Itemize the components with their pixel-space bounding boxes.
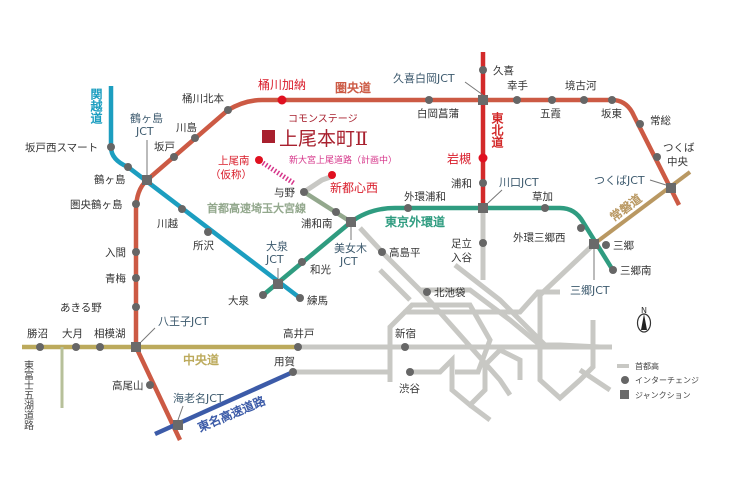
label: 相模湖 bbox=[94, 327, 126, 340]
ic-labels: 久喜 幸手 境古河 白岡菖蒲 五霞 坂東 常総 つくば 中央 桶川北本 川島 坂… bbox=[25, 64, 695, 395]
jct-labels: 久喜白岡JCT 鶴ヶ島 JCT 大泉 JCT 美女木 JCT 川口JCT つくば… bbox=[130, 71, 645, 405]
legend-ic-icon bbox=[621, 376, 629, 384]
label-ageo-minami-note: （仮称） bbox=[210, 168, 252, 181]
interchange-dots bbox=[36, 66, 661, 389]
label: あきる野 bbox=[60, 302, 102, 314]
gaikan-line bbox=[260, 205, 616, 298]
label: 坂東 bbox=[601, 107, 622, 120]
property-marker: コモンステージ 上尾本町Ⅱ bbox=[262, 114, 368, 150]
label-iwatsuki: 岩槻 bbox=[447, 151, 471, 166]
label: 八王子JCT bbox=[158, 315, 209, 328]
label: つくばJCT bbox=[594, 174, 645, 187]
label: 川越 bbox=[157, 217, 178, 230]
junction-icon bbox=[478, 95, 488, 105]
label: 外環浦和 bbox=[404, 190, 446, 203]
label: 青梅 bbox=[105, 272, 126, 285]
label: 与野 bbox=[274, 187, 295, 199]
label: 川島 bbox=[176, 121, 197, 134]
label: 浦和南 bbox=[301, 217, 333, 230]
label: 久喜 bbox=[493, 64, 514, 77]
label: 高井戸 bbox=[283, 327, 315, 340]
road-name-kanetsu: 関越道 bbox=[89, 88, 103, 125]
road-name-saitama-omiya: 首都高速埼玉大宮線 bbox=[207, 201, 306, 215]
label: 白岡菖蒲 bbox=[417, 107, 459, 120]
label: 足立 bbox=[451, 237, 472, 250]
label: 五霞 bbox=[540, 108, 561, 120]
label: 大泉 bbox=[228, 294, 249, 307]
road-name-gaikan: 東京外環道 bbox=[385, 214, 445, 229]
compass-label: N bbox=[641, 306, 647, 315]
highlight-labels: 桶川加納 岩槻 新都心西 上尾南 （仮称） bbox=[210, 77, 471, 195]
label: 北池袋 bbox=[434, 286, 466, 299]
label: 浦和 bbox=[451, 177, 472, 190]
label: 新宿 bbox=[395, 327, 416, 340]
legend: 首都高 インターチェンジ ジャンクション bbox=[617, 361, 699, 400]
label: 海老名JCT bbox=[173, 391, 224, 405]
label: 用賀 bbox=[274, 356, 295, 368]
saitama-omiya-line bbox=[302, 190, 353, 224]
junction-icon bbox=[346, 217, 356, 227]
label: 練馬 bbox=[307, 294, 328, 307]
label: 常総 bbox=[650, 114, 671, 127]
label: JCT bbox=[135, 125, 154, 138]
label: 大月 bbox=[62, 327, 83, 340]
label: 高島平 bbox=[389, 246, 421, 259]
label: 三郷南 bbox=[620, 264, 652, 277]
label: 和光 bbox=[310, 263, 331, 276]
kenodo-line bbox=[133, 97, 682, 441]
label: 鶴ヶ島 bbox=[130, 111, 163, 125]
label: 境古河 bbox=[565, 79, 597, 92]
label: 外環三郷西 bbox=[513, 231, 566, 244]
label: 桶川北本 bbox=[182, 92, 224, 105]
legend-jct-label: ジャンクション bbox=[635, 391, 691, 400]
junction-icon bbox=[478, 203, 488, 213]
road-name-tohoku: 東北道 bbox=[490, 111, 504, 149]
junction-icon bbox=[273, 279, 283, 289]
label: 三郷 bbox=[613, 239, 634, 252]
label: 三郷JCT bbox=[570, 283, 610, 297]
label: 川口JCT bbox=[499, 176, 539, 189]
road-name-chuo: 中央道 bbox=[183, 352, 219, 367]
legend-shuto-swatch bbox=[617, 364, 629, 368]
label: 勝沼 bbox=[27, 327, 48, 340]
label-okegawa-kano: 桶川加納 bbox=[258, 77, 306, 92]
label: 草加 bbox=[532, 191, 553, 203]
label: 鶴ヶ島 bbox=[94, 173, 126, 186]
junction-icon bbox=[131, 342, 141, 352]
label: JCT bbox=[265, 253, 284, 266]
property-square-icon bbox=[262, 130, 275, 143]
label: 圏央鶴ヶ島 bbox=[70, 198, 123, 211]
road-name-kenodo: 圏央道 bbox=[335, 80, 371, 95]
road-name-planned: 新大宮上尾道路（計画中） bbox=[289, 154, 397, 166]
property-subtitle: コモンステージ bbox=[288, 114, 358, 125]
label: つくば bbox=[663, 142, 695, 154]
legend-shuto-label: 首都高 bbox=[635, 361, 659, 371]
junction-icon bbox=[589, 239, 599, 249]
junction-icon bbox=[666, 183, 676, 193]
label-ageo-minami: 上尾南 bbox=[218, 154, 250, 167]
north-compass-icon: N bbox=[636, 306, 652, 333]
label: 久喜白岡JCT bbox=[393, 71, 455, 85]
junction-icon bbox=[173, 420, 183, 430]
property-name: 上尾本町Ⅱ bbox=[279, 128, 368, 150]
label: 中央 bbox=[667, 155, 688, 168]
label: 幸手 bbox=[507, 79, 528, 92]
junctions bbox=[131, 81, 676, 430]
label: 大泉 bbox=[266, 239, 288, 253]
label: 美女木 bbox=[334, 241, 367, 255]
label: 所沢 bbox=[193, 239, 214, 252]
label: JCT bbox=[339, 255, 358, 268]
label: 坂戸 bbox=[154, 141, 175, 153]
label: 坂戸西スマート bbox=[25, 142, 98, 154]
label-shintoshin-nishi: 新都心西 bbox=[330, 180, 378, 195]
label: 入間 bbox=[105, 247, 126, 259]
legend-jct-icon bbox=[620, 390, 629, 399]
label: 高尾山 bbox=[112, 379, 144, 392]
road-name-fujigoko: 東富士五湖道路 bbox=[22, 359, 34, 431]
legend-ic-label: インターチェンジ bbox=[635, 376, 699, 385]
label: 入谷 bbox=[451, 252, 472, 264]
road-lines bbox=[22, 52, 692, 441]
label: 渋谷 bbox=[399, 382, 420, 395]
junction-icon bbox=[142, 175, 152, 185]
